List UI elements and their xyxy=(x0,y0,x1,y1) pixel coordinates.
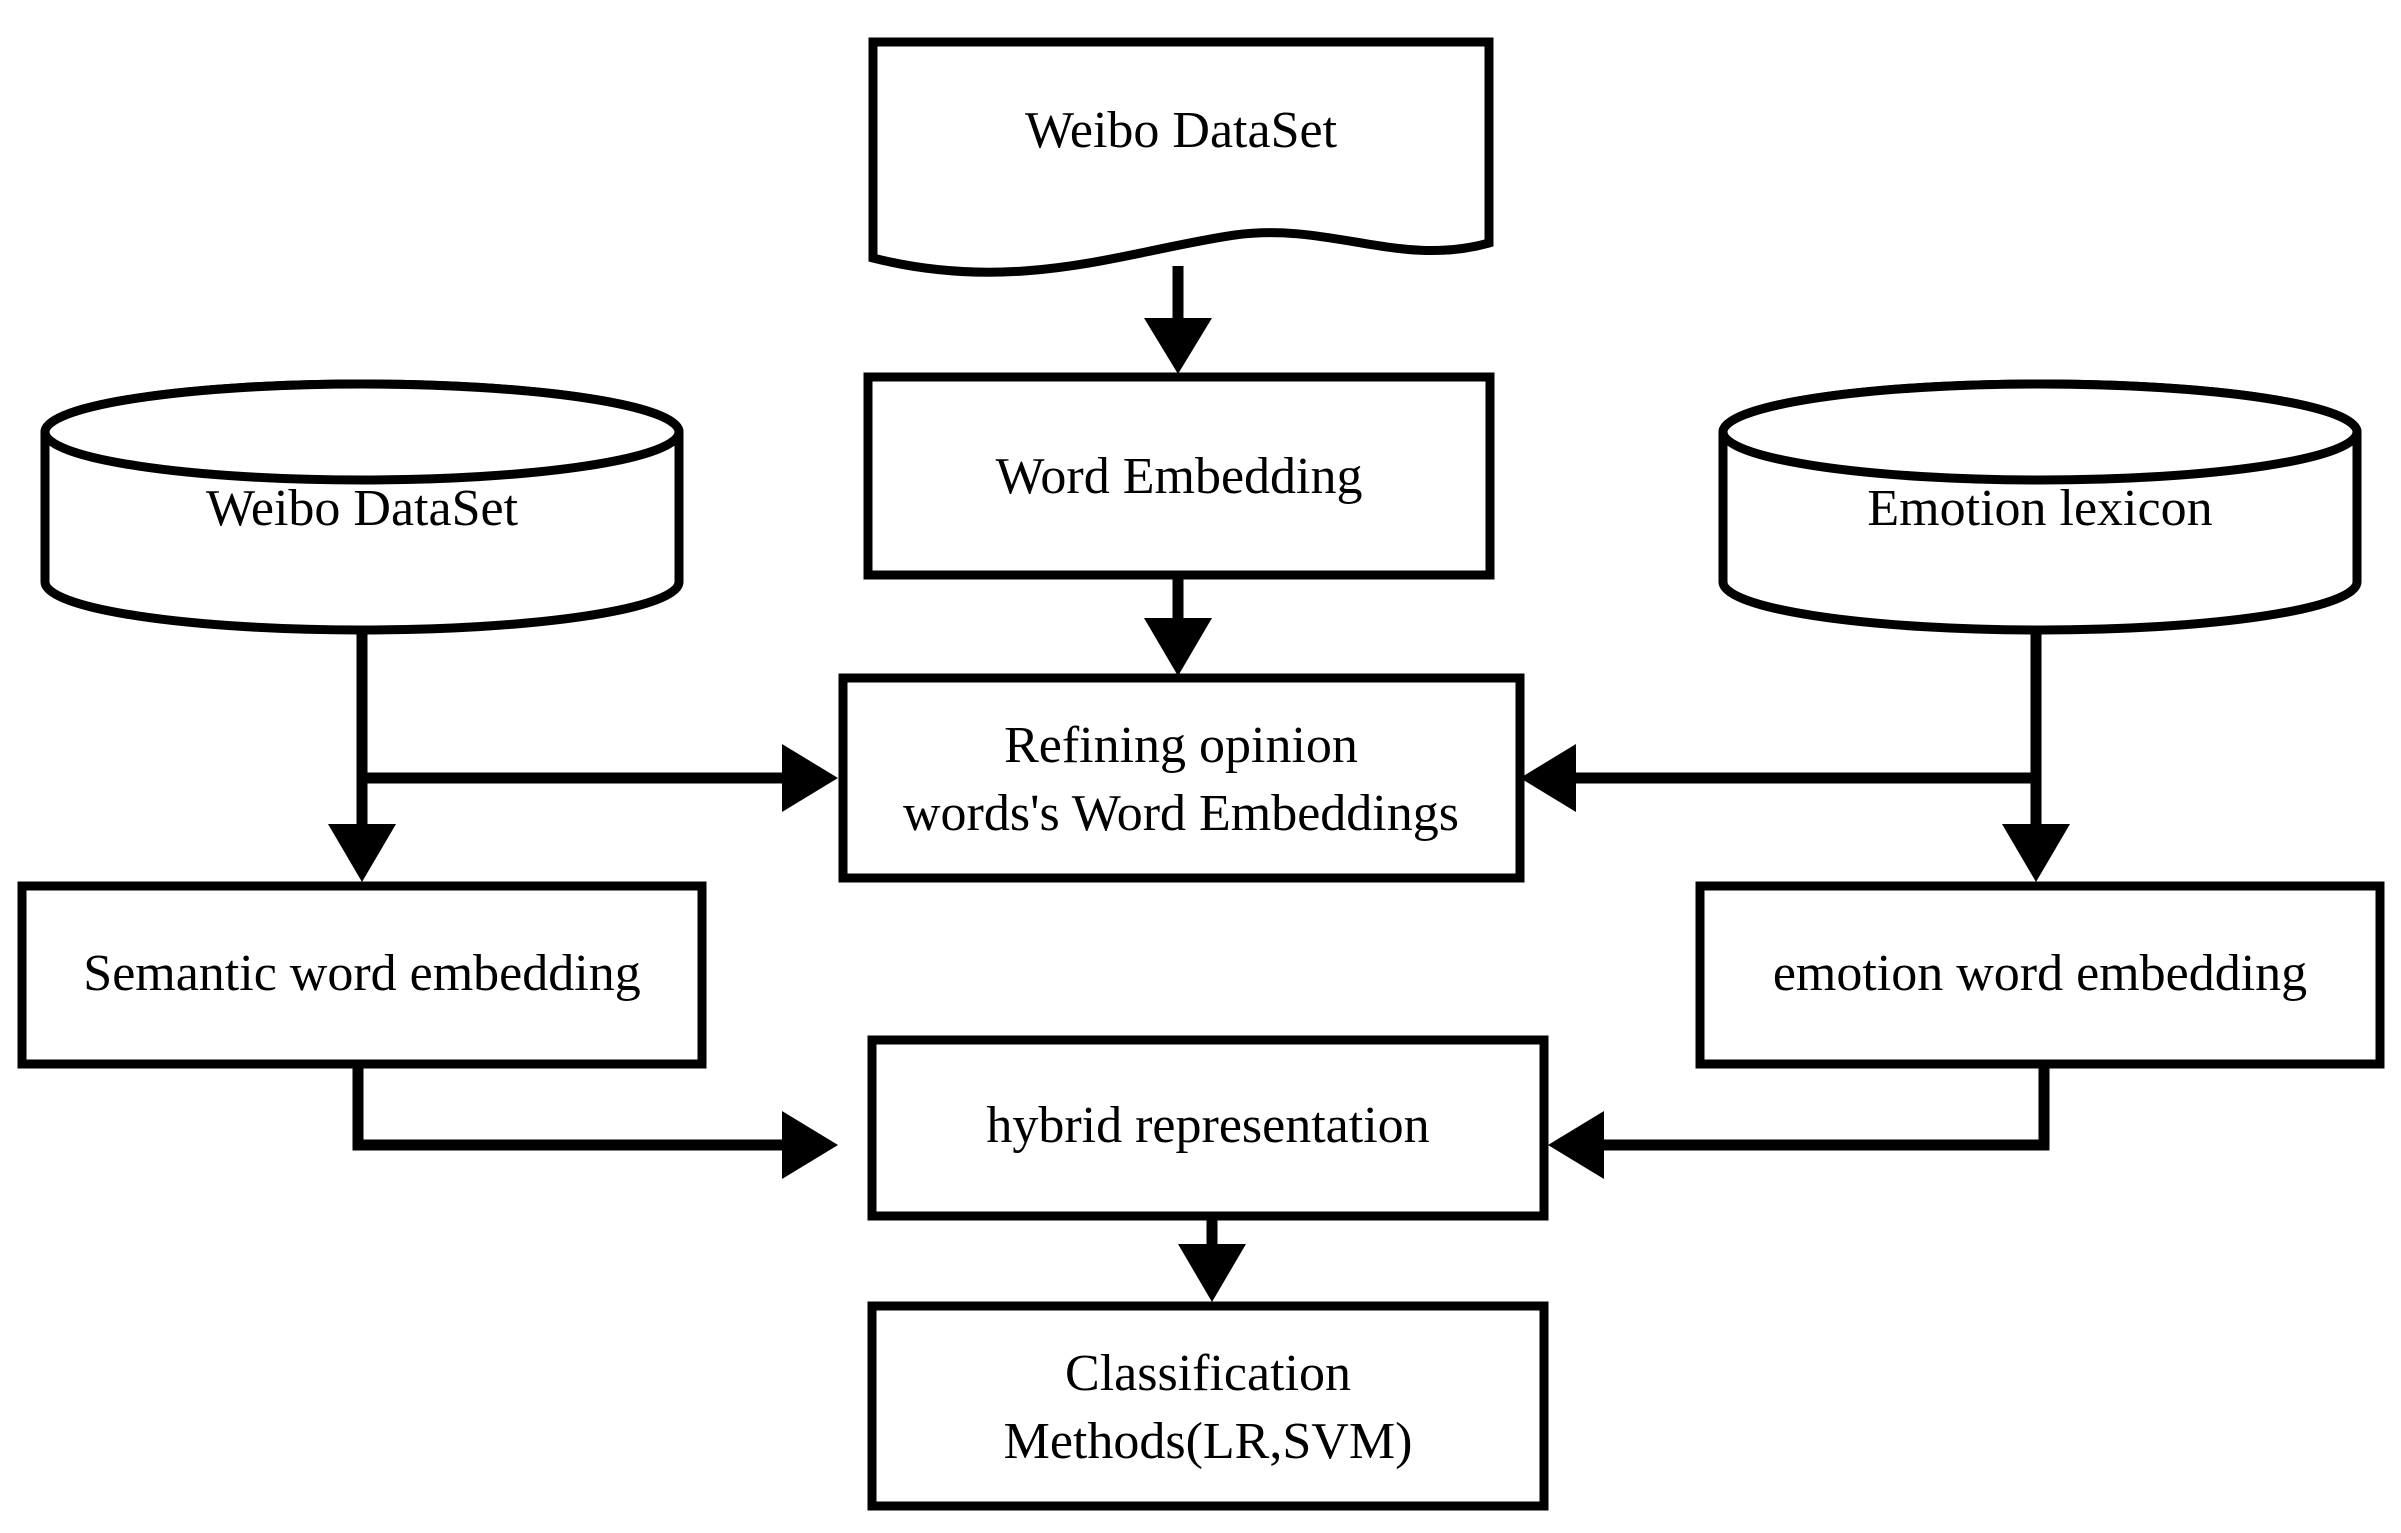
node-emotion-lexicon-label: Emotion lexicon xyxy=(1867,480,2212,537)
edge-word-embedding-to-refining xyxy=(1144,578,1212,676)
node-classification-methods-label-line2: Methods(LR,SVM) xyxy=(1004,1413,1413,1470)
node-emotion-word-embedding-label: emotion word embedding xyxy=(1773,945,2307,1002)
edge-weibo-cylinder-trunk xyxy=(328,600,396,882)
edge-semantic-to-hybrid xyxy=(352,1068,838,1179)
edge-emotion-lexicon-trunk xyxy=(2002,600,2070,882)
edge-weibo-cylinder-to-refining xyxy=(362,744,838,812)
node-refining-opinion-words-label-line1: Refining opinion xyxy=(1004,717,1358,774)
node-word-embedding[interactable]: Word Embedding xyxy=(863,372,1495,580)
edge-weibo-document-to-word-embedding xyxy=(1144,266,1212,374)
node-hybrid-representation[interactable]: hybrid representation xyxy=(867,1035,1549,1221)
edge-hybrid-to-classification xyxy=(1178,1220,1246,1302)
node-weibo-dataset-cylinder-label: Weibo DataSet xyxy=(206,480,519,537)
node-word-embedding-label: Word Embedding xyxy=(996,448,1363,505)
node-emotion-word-embedding[interactable]: emotion word embedding xyxy=(1695,881,2385,1069)
node-classification-methods-label-line1: Classification xyxy=(1065,1345,1351,1402)
node-refining-opinion-words-label-line2: words's Word Embeddings xyxy=(903,785,1459,842)
edge-emotion-lexicon-to-refining xyxy=(1520,744,2036,812)
node-weibo-dataset-document[interactable]: Weibo DataSet xyxy=(868,37,1494,277)
node-weibo-dataset-document-label: Weibo DataSet xyxy=(1025,102,1338,159)
edge-emotion-embedding-to-hybrid xyxy=(1548,1068,2050,1179)
node-refining-opinion-words[interactable]: Refining opinion words's Word Embeddings xyxy=(838,673,1525,883)
node-hybrid-representation-label: hybrid representation xyxy=(986,1097,1429,1154)
node-classification-methods[interactable]: Classification Methods(LR,SVM) xyxy=(867,1301,1549,1511)
node-emotion-lexicon[interactable]: Emotion lexicon xyxy=(1718,379,2362,635)
node-semantic-word-embedding-label: Semantic word embedding xyxy=(83,945,640,1002)
node-weibo-dataset-cylinder[interactable]: Weibo DataSet xyxy=(40,379,684,635)
node-semantic-word-embedding[interactable]: Semantic word embedding xyxy=(17,881,707,1069)
